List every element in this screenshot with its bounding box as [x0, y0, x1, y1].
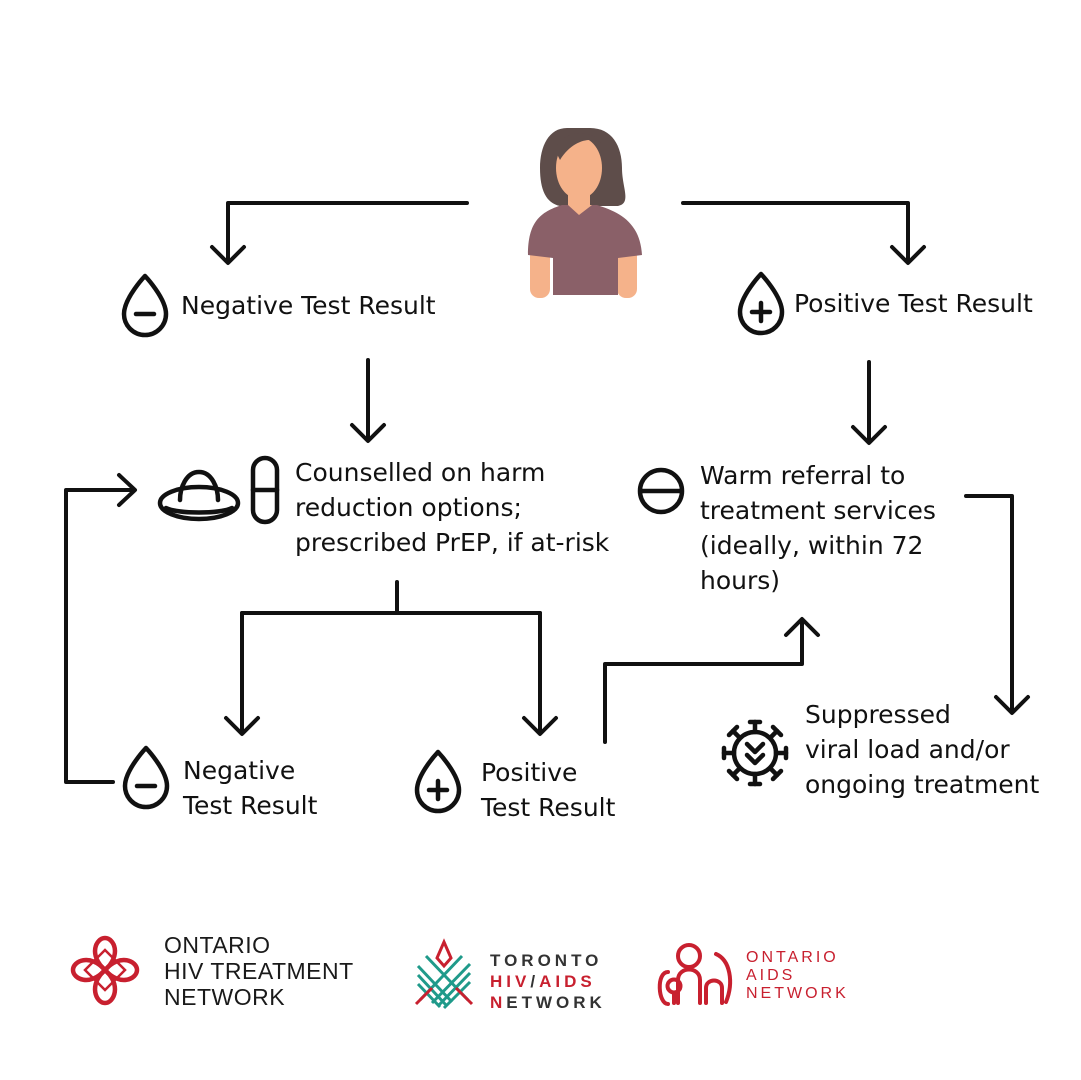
ohtn-logo-line: HIV TREATMENT	[164, 958, 354, 984]
oan-logo-line: AIDS	[746, 967, 796, 984]
circle-minus-icon	[637, 467, 685, 515]
arrow-person-to-negative	[210, 201, 469, 265]
suppressed-label: Suppressed viral load and/or ongoing tre…	[805, 697, 1039, 802]
arrow-positive-to-referral	[851, 360, 887, 445]
arrow-positive-bottom-to-referral	[603, 617, 820, 744]
counselled-label-line: Counselled on harm	[295, 458, 546, 487]
arrow-referral-to-suppressed	[964, 494, 1030, 715]
negative-retest-label-line: Negative	[183, 756, 296, 785]
ohtn-logo-line: ONTARIO	[164, 932, 271, 958]
ontario-aids-network-logo-mark	[657, 943, 733, 1006]
negative-retest-label-line: Test Result	[183, 791, 318, 820]
blood-drop-plus-icon	[414, 749, 462, 814]
oan-logo-text: ONTARIO AIDS NETWORK	[746, 949, 849, 1003]
counselled-label-line: reduction options;	[295, 493, 522, 522]
arrow-person-to-positive	[681, 201, 926, 265]
negative-retest-label: Negative Test Result	[183, 753, 317, 823]
blood-drop-minus-icon	[121, 273, 169, 338]
blood-drop-minus-icon	[122, 745, 170, 810]
suppressed-label-line: Suppressed	[805, 700, 951, 729]
counselled-label: Counselled on harm reduction options; pr…	[295, 455, 609, 560]
tha-logo-etwork: ETWORK	[506, 993, 606, 1012]
oan-logo-line: NETWORK	[746, 985, 849, 1002]
warm-referral-label-line: Warm referral to	[700, 461, 906, 490]
tha-logo-aids: AIDS	[539, 972, 596, 991]
positive-retest-label-line: Positive	[481, 758, 578, 787]
warm-referral-label-line: treatment services	[700, 496, 936, 525]
tha-logo-line: TORONTO	[490, 951, 603, 970]
positive-result-label: Positive Test Result	[794, 289, 1033, 318]
oan-logo-line: ONTARIO	[746, 949, 839, 966]
warm-referral-label-line: hours)	[700, 566, 781, 595]
positive-retest-label: Positive Test Result	[481, 755, 615, 825]
suppressed-label-line: viral load and/or	[805, 735, 1010, 764]
virus-suppressed-icon	[721, 719, 789, 787]
ohtn-logo-mark	[70, 935, 140, 1006]
tha-logo-n: N	[490, 993, 507, 1012]
condom-icon	[157, 469, 241, 522]
tha-logo-line: HIV/AIDS	[490, 971, 606, 992]
warm-referral-label: Warm referral to treatment services (ide…	[700, 458, 936, 598]
ohtn-logo-text: ONTARIO HIV TREATMENT NETWORK	[164, 932, 354, 1010]
woman-avatar-icon	[528, 128, 642, 298]
blood-drop-plus-icon	[737, 271, 785, 336]
positive-retest-label-line: Test Result	[481, 793, 616, 822]
ohtn-logo-line: NETWORK	[164, 984, 286, 1010]
tha-logo-text: TORONTO HIV/AIDS NETWORK	[490, 950, 606, 1013]
tha-logo-hiv: HIV	[490, 972, 531, 991]
tha-logo-slash: /	[530, 972, 540, 991]
toronto-hiv-aids-network-logo-mark	[414, 938, 474, 1010]
arrow-counselled-split	[224, 580, 558, 736]
counselled-label-line: prescribed PrEP, if at-risk	[295, 528, 610, 557]
arrow-loop-back-to-counselled	[64, 473, 137, 784]
warm-referral-label-line: (ideally, within 72	[700, 531, 924, 560]
pill-capsule-icon	[250, 455, 280, 525]
negative-result-label: Negative Test Result	[181, 291, 436, 320]
tha-logo-line: NETWORK	[490, 992, 606, 1013]
suppressed-label-line: ongoing treatment	[805, 770, 1040, 799]
arrow-negative-to-counselled	[350, 358, 386, 443]
